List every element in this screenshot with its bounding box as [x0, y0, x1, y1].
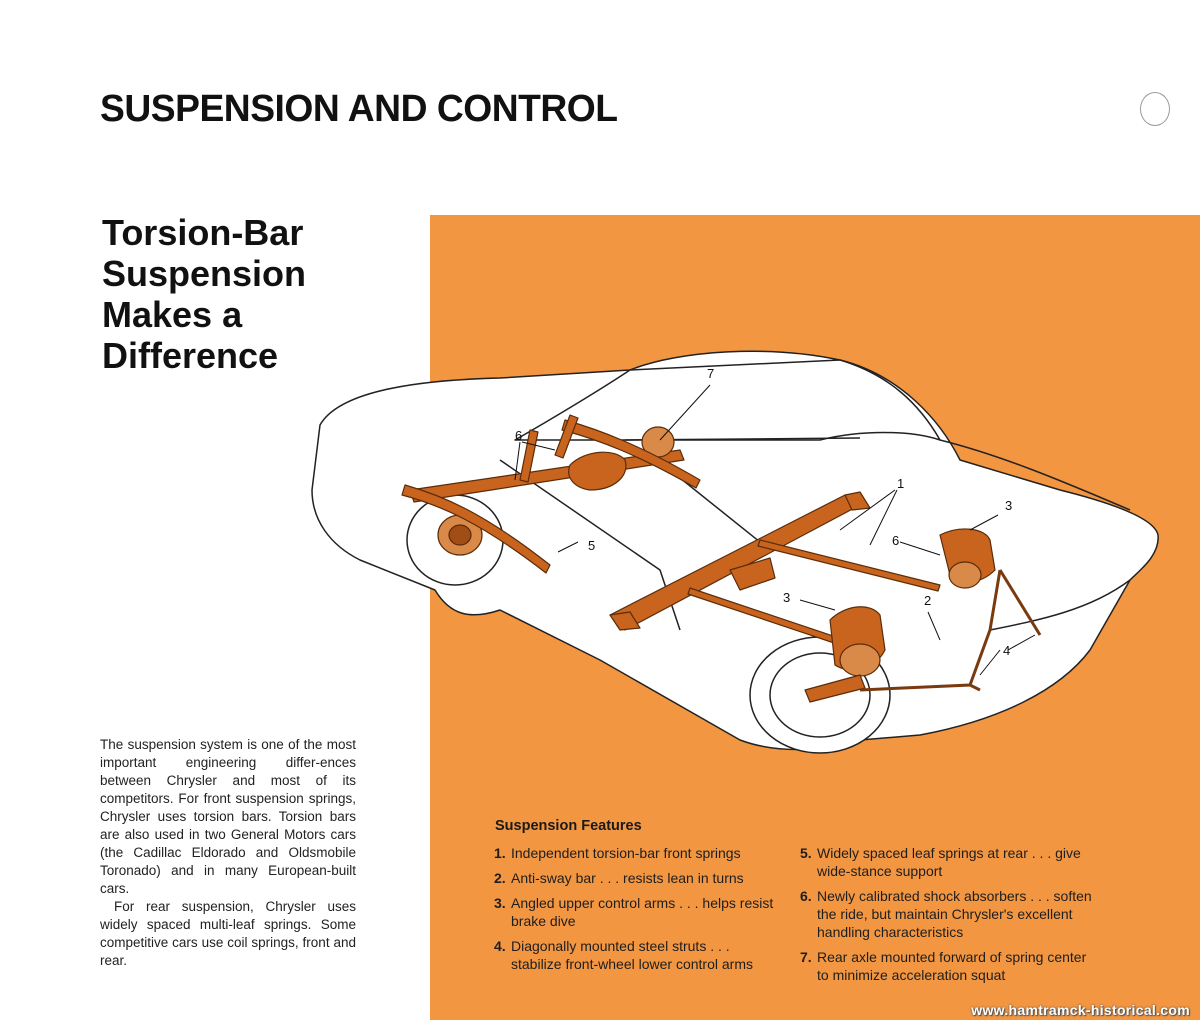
- feature-number: 2.: [494, 870, 506, 886]
- feature-item: 4. Diagonally mounted steel struts . . .…: [494, 937, 784, 973]
- feature-item: 5. Widely spaced leaf springs at rear . …: [800, 844, 1092, 880]
- feature-item: 7. Rear axle mounted forward of spring c…: [800, 948, 1092, 984]
- headline-line: Makes a: [102, 294, 243, 335]
- feature-number: 3.: [494, 895, 506, 911]
- callout-leaders: [514, 384, 1036, 676]
- features-title: Suspension Features: [495, 818, 642, 834]
- features-list-left: 1. Independent torsion-bar front springs…: [494, 844, 784, 980]
- body-paragraph: The suspension system is one of the most…: [100, 737, 356, 896]
- features-list-right: 5. Widely spaced leaf springs at rear . …: [800, 844, 1092, 991]
- feature-number: 7.: [800, 949, 812, 965]
- feature-item: 6. Newly calibrated shock absorbers . . …: [800, 887, 1092, 941]
- callout-label: 4: [1003, 643, 1010, 658]
- feature-text: Newly calibrated shock absorbers . . . s…: [817, 888, 1092, 940]
- watermark: www.hamtramck-historical.com: [971, 1002, 1190, 1018]
- page-title: SUSPENSION AND CONTROL: [100, 88, 618, 130]
- suspension-parts: [401, 414, 996, 703]
- headline-line: Torsion-Bar: [102, 212, 304, 253]
- feature-text: Widely spaced leaf springs at rear . . .…: [817, 845, 1081, 879]
- feature-text: Anti-sway bar . . . resists lean in turn…: [511, 870, 744, 886]
- binder-hole-top: [1140, 92, 1170, 126]
- feature-number: 5.: [800, 845, 812, 861]
- feature-number: 6.: [800, 888, 812, 904]
- feature-item: 3. Angled upper control arms . . . helps…: [494, 894, 784, 930]
- callout-label: 5: [588, 538, 595, 553]
- headline-line: Difference: [102, 335, 279, 376]
- headline: Torsion-Bar Suspension Makes a Differenc…: [102, 212, 306, 376]
- feature-number: 4.: [494, 938, 506, 954]
- callout-label: 2: [924, 593, 931, 608]
- feature-text: Independent torsion-bar front springs: [511, 845, 741, 861]
- headline-line: Suspension: [102, 253, 307, 294]
- feature-item: 2. Anti-sway bar . . . resists lean in t…: [494, 869, 784, 887]
- body-text: The suspension system is one of the most…: [100, 736, 356, 970]
- callout-label: 3: [1005, 498, 1012, 513]
- callout-label: 6: [892, 533, 899, 548]
- callout-label: 3: [783, 590, 790, 605]
- callout-label: 7: [707, 366, 714, 381]
- callout-label: 6: [515, 428, 522, 443]
- car-body-outline: [311, 350, 1159, 754]
- car-suspension-illustration: 7 6 1 6 3 3 2 4 5: [311, 350, 1159, 754]
- feature-text: Rear axle mounted forward of spring cent…: [817, 949, 1087, 983]
- feature-text: Angled upper control arms . . . helps re…: [511, 895, 774, 929]
- anti-sway-bar: [859, 569, 1042, 692]
- callout-labels: 7 6 1 6 3 3 2 4 5: [515, 366, 1012, 658]
- body-paragraph: For rear suspension, Chrysler uses widel…: [100, 899, 356, 968]
- feature-text: Diagonally mounted steel struts . . . st…: [511, 938, 753, 972]
- feature-item: 1. Independent torsion-bar front springs: [494, 844, 784, 862]
- callout-label: 1: [897, 476, 904, 491]
- feature-number: 1.: [494, 845, 506, 861]
